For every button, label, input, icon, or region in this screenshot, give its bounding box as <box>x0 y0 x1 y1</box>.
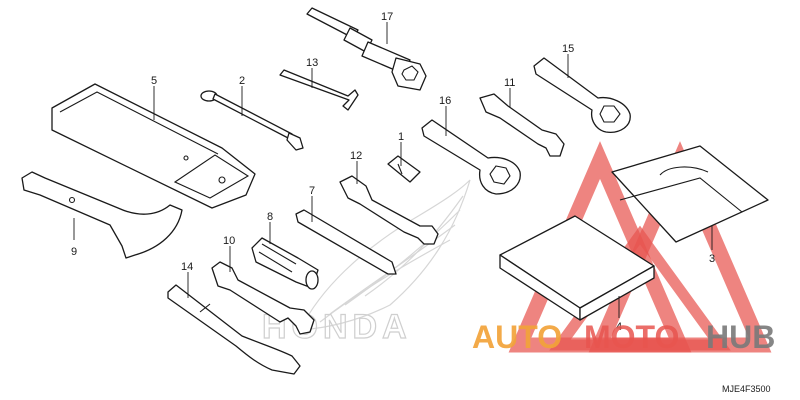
part-17-socket-wrench <box>306 7 427 91</box>
callout-15: 15 <box>562 43 574 55</box>
watermark-hub: HUB <box>706 319 775 355</box>
callout-2: 2 <box>239 75 245 87</box>
callout-17: 17 <box>381 11 393 23</box>
part-4-manual <box>499 215 655 321</box>
part-9-pin-spanner <box>21 171 183 259</box>
watermark-auto: AUTO <box>472 319 562 355</box>
callout-10: 10 <box>223 235 235 247</box>
callout-16: 16 <box>439 95 451 107</box>
callout-11: 11 <box>504 77 515 89</box>
watermark-text: AUTO MOTO HUB <box>472 319 775 355</box>
part-13-hex-key <box>279 69 359 111</box>
part-7-driver-bit <box>295 209 397 275</box>
callout-13: 13 <box>306 57 318 69</box>
callout-9: 9 <box>71 246 77 258</box>
part-8-screwdriver-handle <box>251 237 319 290</box>
callout-12: 12 <box>350 150 362 162</box>
callout-7: 7 <box>309 185 315 197</box>
callout-14: 14 <box>181 261 193 273</box>
leader-lines <box>73 22 713 318</box>
part-10-wrench <box>211 261 315 335</box>
callout-1: 1 <box>398 131 404 143</box>
callout-3: 3 <box>709 253 715 265</box>
part-2-screwdriver-bar <box>200 90 304 151</box>
watermark-moto: MOTO <box>584 319 679 355</box>
callout-4: 4 <box>616 321 622 333</box>
part-15-ring-wrench <box>533 57 631 133</box>
part-16-ring-spanner <box>421 119 521 195</box>
callout-5: 5 <box>151 75 157 87</box>
part-1-clip <box>387 155 421 183</box>
part-14-tube <box>167 284 301 375</box>
part-5-tool-bag <box>51 83 256 209</box>
part-12-wrench <box>339 175 439 245</box>
part-3-pouch <box>611 145 769 243</box>
callout-8: 8 <box>267 211 273 223</box>
diagram-code: MJE4F3500 <box>722 384 771 394</box>
callout-labels: 17 13 2 5 1 12 7 8 10 9 14 16 11 15 4 3 <box>71 11 715 333</box>
part-11-wrench <box>479 93 565 157</box>
